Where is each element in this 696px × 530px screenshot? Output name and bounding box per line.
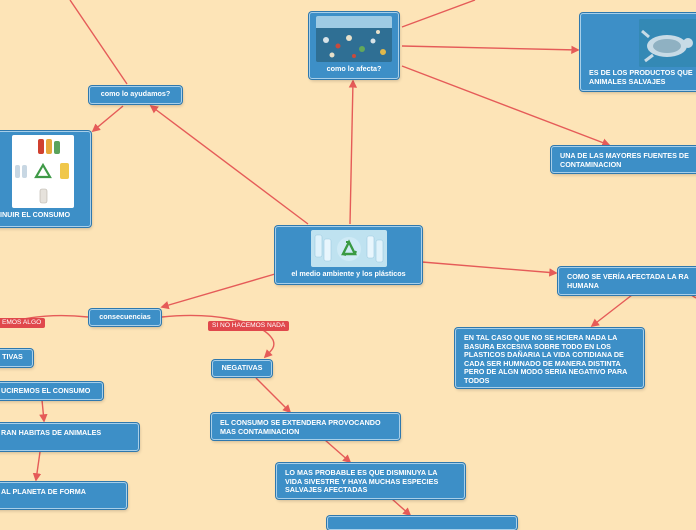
recycle-bottles-image: [310, 230, 387, 267]
help-node[interactable]: como lo ayudamos?: [89, 86, 182, 104]
species-decrease-label: LO MAS PROBABLE ES QUE DISMINUYA LA VIDA…: [285, 468, 439, 495]
planet-node[interactable]: AL PLANETA DE FORMA: [0, 482, 127, 509]
human-life-label: COMO SE VERÍA AFECTADA LA RA HUMANA: [567, 272, 689, 290]
center-node[interactable]: el medio ambiente y los plásticos: [275, 226, 422, 284]
link-center-consequences: [160, 273, 276, 310]
link-consequences-negative: [161, 314, 275, 359]
link-species-down: [391, 498, 412, 517]
link-we-reduce-habitats: [39, 399, 48, 423]
link-negative-consumption: [255, 377, 292, 414]
ocean-plastic-image: [316, 16, 392, 62]
link-habitats-planet: [32, 451, 42, 482]
link-center-human: [421, 261, 558, 277]
link-center-affects: [348, 79, 358, 225]
negative-label: NEGATIVAS: [221, 363, 263, 372]
planet-label: AL PLANETA DE FORMA: [1, 487, 86, 496]
consequences-node[interactable]: consecuencias: [89, 309, 161, 326]
wild-animals-node[interactable]: ES DE LOS PRODUCTOS QUE ANIMALES SALVAJE…: [580, 13, 696, 91]
affects-label: como lo afecta?: [326, 64, 382, 73]
positive-node[interactable]: TIVAS: [0, 349, 33, 367]
link-affects-wild: [401, 45, 580, 55]
help-label: como lo ayudamos?: [100, 89, 171, 98]
center-label: el medio ambiente y los plásticos: [291, 269, 406, 278]
if-nothing-tag: SI NO HACEMOS NADA: [208, 321, 290, 331]
main-sources-node[interactable]: UNA DE LAS MAYORES FUENTES DE CONTAMINAC…: [551, 146, 696, 173]
sea-turtle-image: [639, 19, 696, 67]
affects-node[interactable]: como lo afecta?: [309, 12, 399, 79]
if-something-tag: EMOS ALGO: [0, 318, 46, 328]
reduce-consumption-node[interactable]: MINUIR EL CONSUMO: [0, 131, 91, 227]
main-sources-label: UNA DE LAS MAYORES FUENTES DE CONTAMINAC…: [560, 151, 689, 169]
species-decrease-node[interactable]: LO MAS PROBABLE ES QUE DISMINUYA LA VIDA…: [276, 463, 465, 499]
bottom-partial-node[interactable]: [327, 516, 517, 530]
link-consumption-species: [324, 439, 352, 464]
consumption-extend-node[interactable]: EL CONSUMO SE EXTENDERA PROVOCANDO MAS C…: [211, 413, 400, 440]
link-help-reduce: [91, 105, 124, 133]
link-affects-sources: [401, 65, 611, 147]
in-that-case-node[interactable]: EN TAL CASO QUE NO SE HCIERA NADA LA BAS…: [455, 328, 644, 388]
reduce-consumption-label: MINUIR EL CONSUMO: [0, 210, 71, 219]
consequences-label: consecuencias: [99, 312, 151, 321]
recycle-products-image: [12, 135, 74, 208]
habitats-node[interactable]: RAN HABITAS DE ANIMALES: [0, 423, 139, 451]
consumption-extend-label: EL CONSUMO SE EXTENDERA PROVOCANDO MAS C…: [220, 418, 381, 436]
we-reduce-label: UCIREMOS EL CONSUMO: [1, 386, 91, 395]
in-that-case-label: EN TAL CASO QUE NO SE HCIERA NADA LA BAS…: [464, 333, 628, 385]
link-human-case: [590, 294, 633, 328]
link-help-up: [69, 0, 128, 85]
positive-label: TIVAS: [2, 352, 23, 361]
link-center-help: [149, 104, 309, 225]
we-reduce-node[interactable]: UCIREMOS EL CONSUMO: [0, 382, 103, 400]
wild-animals-label: ES DE LOS PRODUCTOS QUE ANIMALES SALVAJE…: [589, 68, 693, 86]
habitats-label: RAN HABITAS DE ANIMALES: [1, 428, 102, 437]
negative-node[interactable]: NEGATIVAS: [212, 360, 272, 377]
human-life-node[interactable]: COMO SE VERÍA AFECTADA LA RA HUMANA: [558, 267, 696, 295]
link-affects-up: [401, 0, 476, 28]
